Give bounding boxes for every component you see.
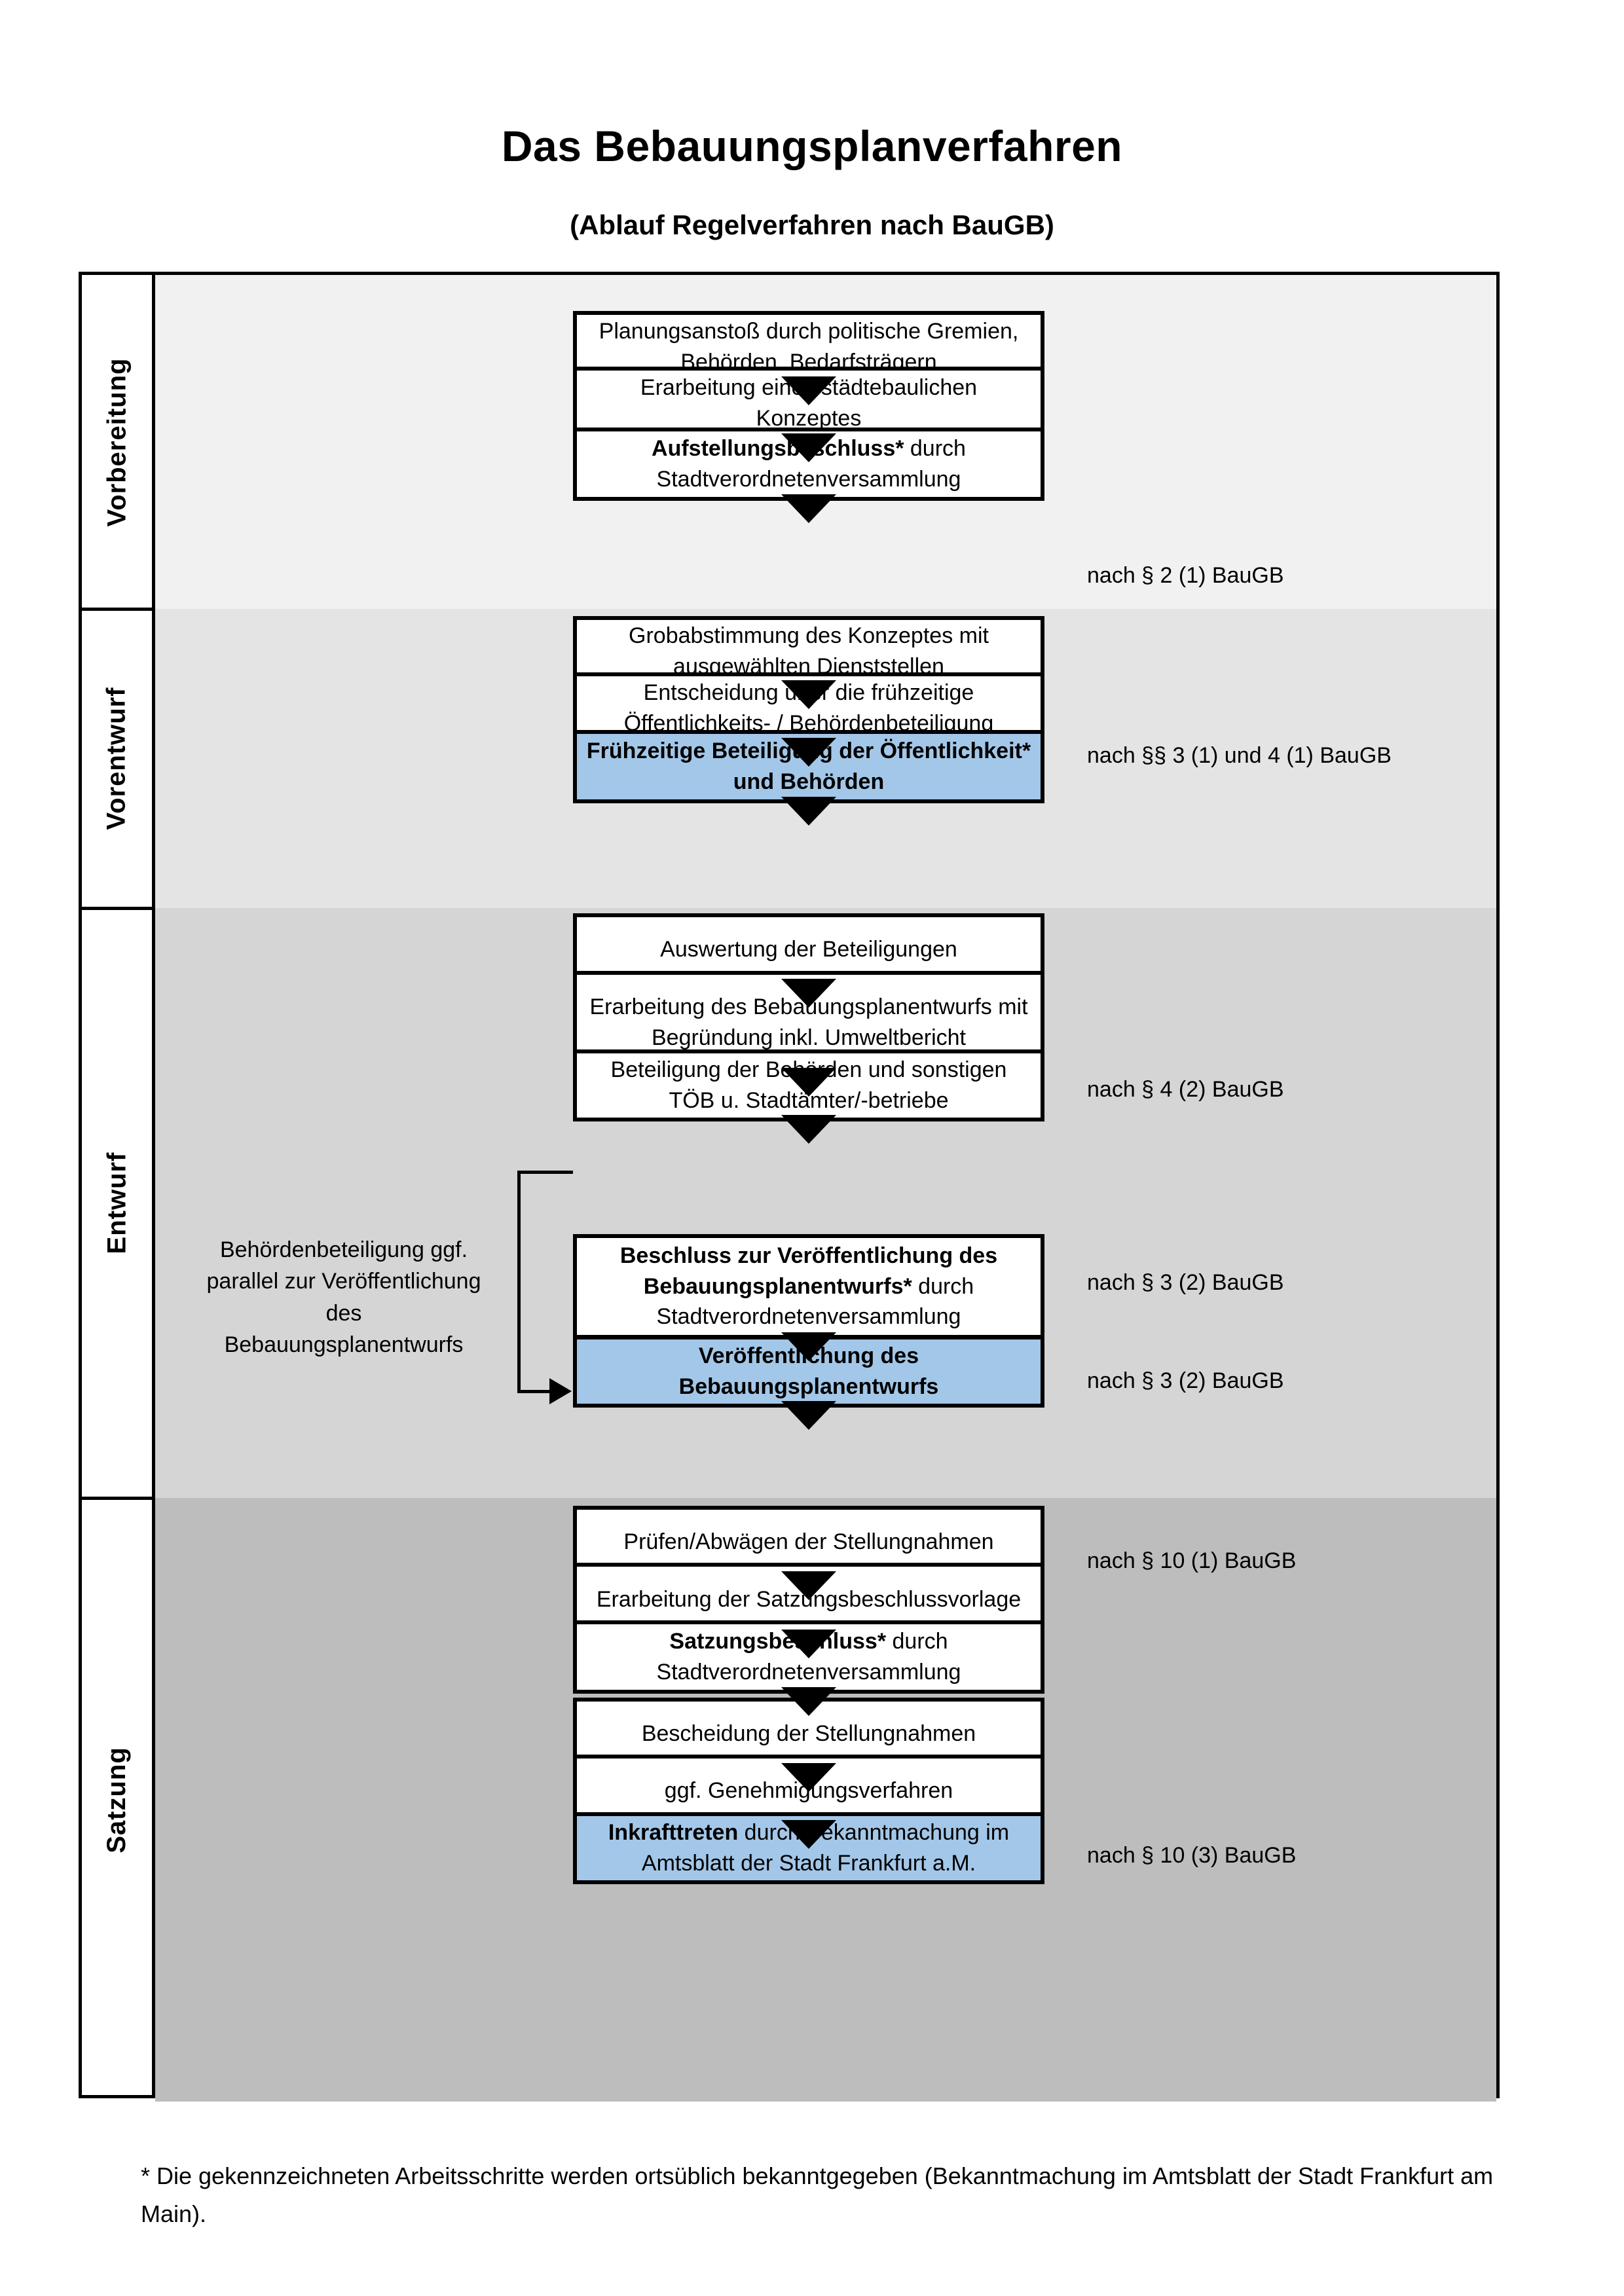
- legal-reference: nach §§ 3 (1) und 4 (1) BauGB: [1087, 743, 1392, 768]
- flow-arrow-down-icon: [781, 680, 836, 709]
- loop-arrowhead-icon: [549, 1378, 572, 1404]
- process-step-label: Satzungsbeschluss* durch Stadtverordnete…: [656, 1629, 961, 1685]
- page-subtitle: (Ablauf Regelverfahren nach BauGB): [570, 210, 1054, 240]
- flow-arrow-down-icon: [781, 738, 836, 767]
- feedback-loop-arrow: [82, 275, 1496, 2095]
- flow-arrow-down-icon: [781, 1332, 836, 1361]
- legal-reference: nach § 3 (2) BauGB: [1087, 1368, 1284, 1393]
- flow-arrow-down-icon: [781, 1401, 836, 1430]
- phase-separator: [82, 907, 155, 910]
- label-column-divider: [152, 275, 155, 2095]
- process-step-label: Beteiligung der Behörden und sonstigen T…: [610, 1057, 1007, 1113]
- process-step-label: Aufstellungsbeschluss* durch Stadtverord…: [652, 436, 966, 492]
- legal-reference: nach § 3 (2) BauGB: [1087, 1270, 1284, 1295]
- flow-arrow-down-icon: [781, 1687, 836, 1716]
- phase-separator: [82, 1497, 155, 1500]
- flow-arrow-down-icon: [781, 1571, 836, 1600]
- process-step-label: Beschluss zur Veröffentlichung des Bebau…: [619, 1243, 998, 1330]
- diagram-frame: Vorbereitung Vorentwurf Entwurf Satzung …: [79, 272, 1500, 2102]
- flow-arrow-down-icon: [781, 494, 836, 523]
- legal-reference: nach § 4 (2) BauGB: [1087, 1077, 1284, 1102]
- flow-arrow-down-icon: [781, 433, 836, 462]
- legal-reference: nach § 10 (1) BauGB: [1087, 1548, 1297, 1573]
- footnote-text: * Die gekennzeichneten Arbeitsschritte w…: [141, 2162, 1494, 2227]
- legal-reference: nach § 2 (1) BauGB: [1087, 563, 1284, 588]
- loop-vertical-segment: [517, 1171, 521, 1390]
- flow-arrow-down-icon: [781, 1630, 836, 1658]
- loop-top-segment: [517, 1171, 573, 1174]
- flow-arrow-down-icon: [781, 797, 836, 826]
- process-step-label: Prüfen/Abwägen der Stellungnahmen: [623, 1529, 994, 1554]
- legal-reference: nach § 10 (3) BauGB: [1087, 1843, 1297, 1868]
- process-step-box: Beschluss zur Veröffentlichung des Bebau…: [573, 1234, 1044, 1339]
- process-step-label: Bescheidung der Stellungnahmen: [641, 1721, 976, 1746]
- process-step-label: Veröffentlichung des Bebauungsplanentwur…: [678, 1343, 939, 1399]
- flow-arrow-down-icon: [781, 1115, 836, 1144]
- flow-arrow-down-icon: [781, 1763, 836, 1792]
- page-title: Das Bebauungsplanverfahren: [501, 122, 1123, 170]
- side-note-behoerdenbeteiligung: Behördenbeteiligung ggf. parallel zur Ve…: [206, 1237, 481, 1357]
- phase-separator: [82, 608, 155, 611]
- flow-arrow-down-icon: [781, 1820, 836, 1849]
- process-step-label: Auswertung der Beteiligungen: [660, 936, 957, 962]
- flow-arrow-down-icon: [781, 979, 836, 1008]
- flow-arrow-down-icon: [781, 1068, 836, 1097]
- loop-bottom-segment: [517, 1390, 551, 1393]
- flow-arrow-down-icon: [781, 376, 836, 405]
